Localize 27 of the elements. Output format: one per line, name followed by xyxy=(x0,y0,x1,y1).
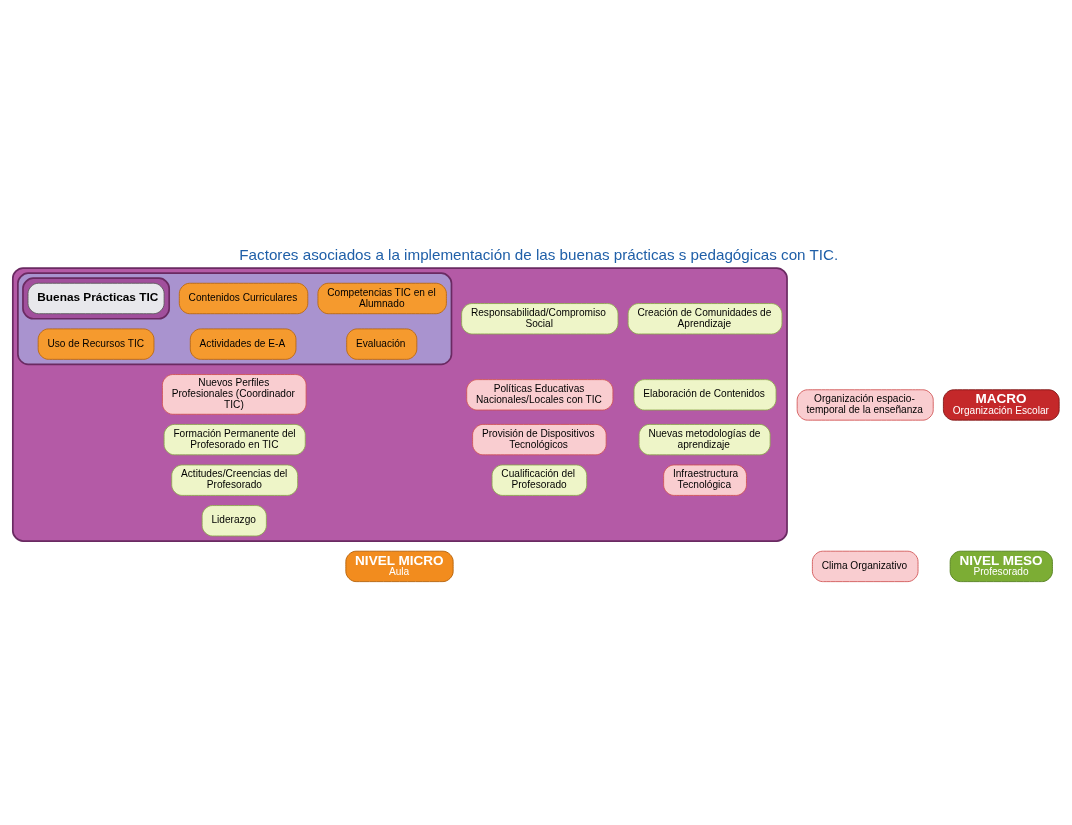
node-box: Buenas Prácticas TIC xyxy=(27,282,165,314)
node-box: Nuevos Perfiles Profesionales (Coordinador TIC) xyxy=(162,373,307,415)
node-box: MACRO Organización Escolar xyxy=(942,388,1060,421)
node-box: Nuevas metodologías de aprendizaje xyxy=(638,423,771,455)
node-box: Infraestructura Tecnológica xyxy=(663,464,747,496)
node-box: Evaluación xyxy=(346,327,418,360)
node-box: NIVEL MESO Profesorado xyxy=(949,550,1053,582)
cluster xyxy=(22,276,171,320)
node-box: Liderazgo xyxy=(201,504,267,536)
node-box: Contenidos Curriculares xyxy=(178,282,309,314)
node-box: Responsabilidad/Compromiso Social xyxy=(461,302,619,334)
diagram-title: Factores asociados a la implementación de las buenas prácticas s pedagógicas con TIC. xyxy=(239,245,839,263)
node-box: Actitudes/Creencias del Profesorado xyxy=(171,464,299,496)
node-box: Organización espacio-temporal de la enseñanza xyxy=(796,388,934,421)
node-box: Políticas Educativas Nacionales/Locales con TIC xyxy=(466,378,614,410)
node-box: Uso de Recursos TIC xyxy=(37,327,155,360)
node-box: Competencias TIC en el Alumnado xyxy=(317,282,447,314)
node-box: NIVEL MICRO Aula xyxy=(345,550,454,582)
node-box: Creación de Comunidades de Aprendizaje xyxy=(627,302,783,334)
node-box: Formación Permanente del Profesorado en TIC xyxy=(163,423,306,455)
node-box: Clima Organizativo xyxy=(811,550,919,582)
cluster xyxy=(11,266,788,542)
node-box: Cualificación del Profesorado xyxy=(491,464,588,496)
cluster xyxy=(17,271,453,365)
node-box: Provisión de Dispositivos Tecnológicos xyxy=(472,423,607,455)
node-box: Actividades de E-A xyxy=(189,327,297,360)
node-box: Elaboración de Contenidos xyxy=(633,378,777,410)
